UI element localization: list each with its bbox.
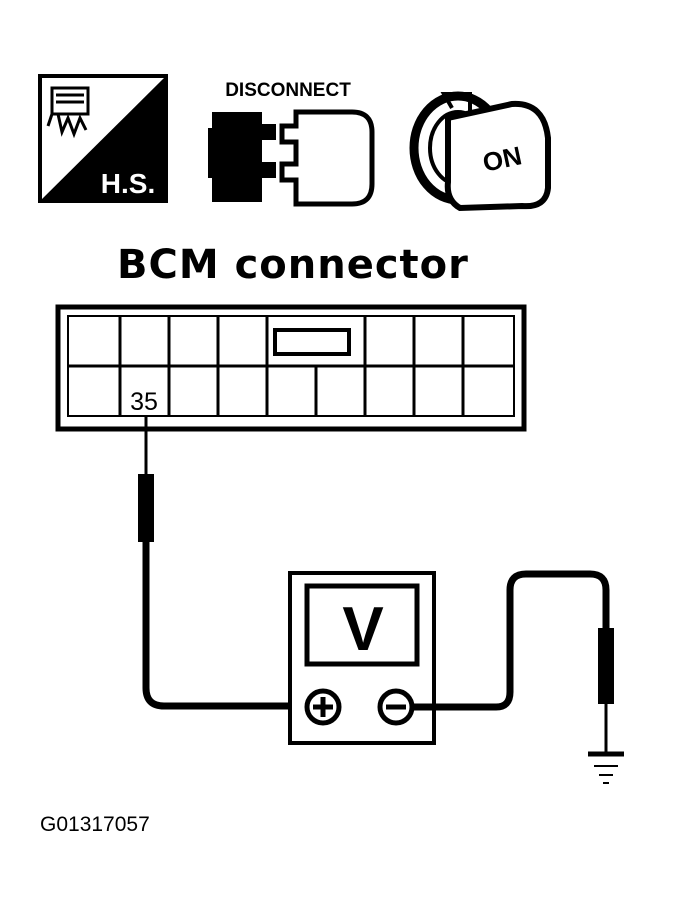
positive-terminal-icon — [304, 688, 342, 726]
negative-probe — [598, 628, 614, 704]
connector-sketch-icon — [46, 86, 90, 139]
pin-35-label: 35 — [130, 388, 158, 416]
connector-cavity-grid — [68, 316, 514, 416]
harness-service-icon: H.S. — [38, 74, 168, 203]
positive-probe — [138, 474, 154, 542]
disconnect-label: DISCONNECT — [225, 80, 351, 101]
connector-title: BCM connector — [117, 242, 469, 288]
connector-latch — [273, 328, 351, 356]
bcm-connector: 35 — [55, 304, 527, 432]
negative-test-lead — [412, 570, 614, 752]
meter-unit-label: V — [342, 595, 383, 664]
ground-icon — [588, 751, 624, 784]
disconnect-icon: DISCONNECT — [208, 80, 375, 207]
harness-service-label: H.S. — [101, 168, 155, 199]
positive-test-lead — [138, 416, 314, 710]
negative-terminal-icon — [377, 688, 415, 726]
voltmeter: V — [288, 571, 436, 745]
figure-code: G01317057 — [40, 813, 150, 836]
meter-display — [304, 583, 420, 667]
ignition-on-icon: ON — [409, 91, 551, 212]
